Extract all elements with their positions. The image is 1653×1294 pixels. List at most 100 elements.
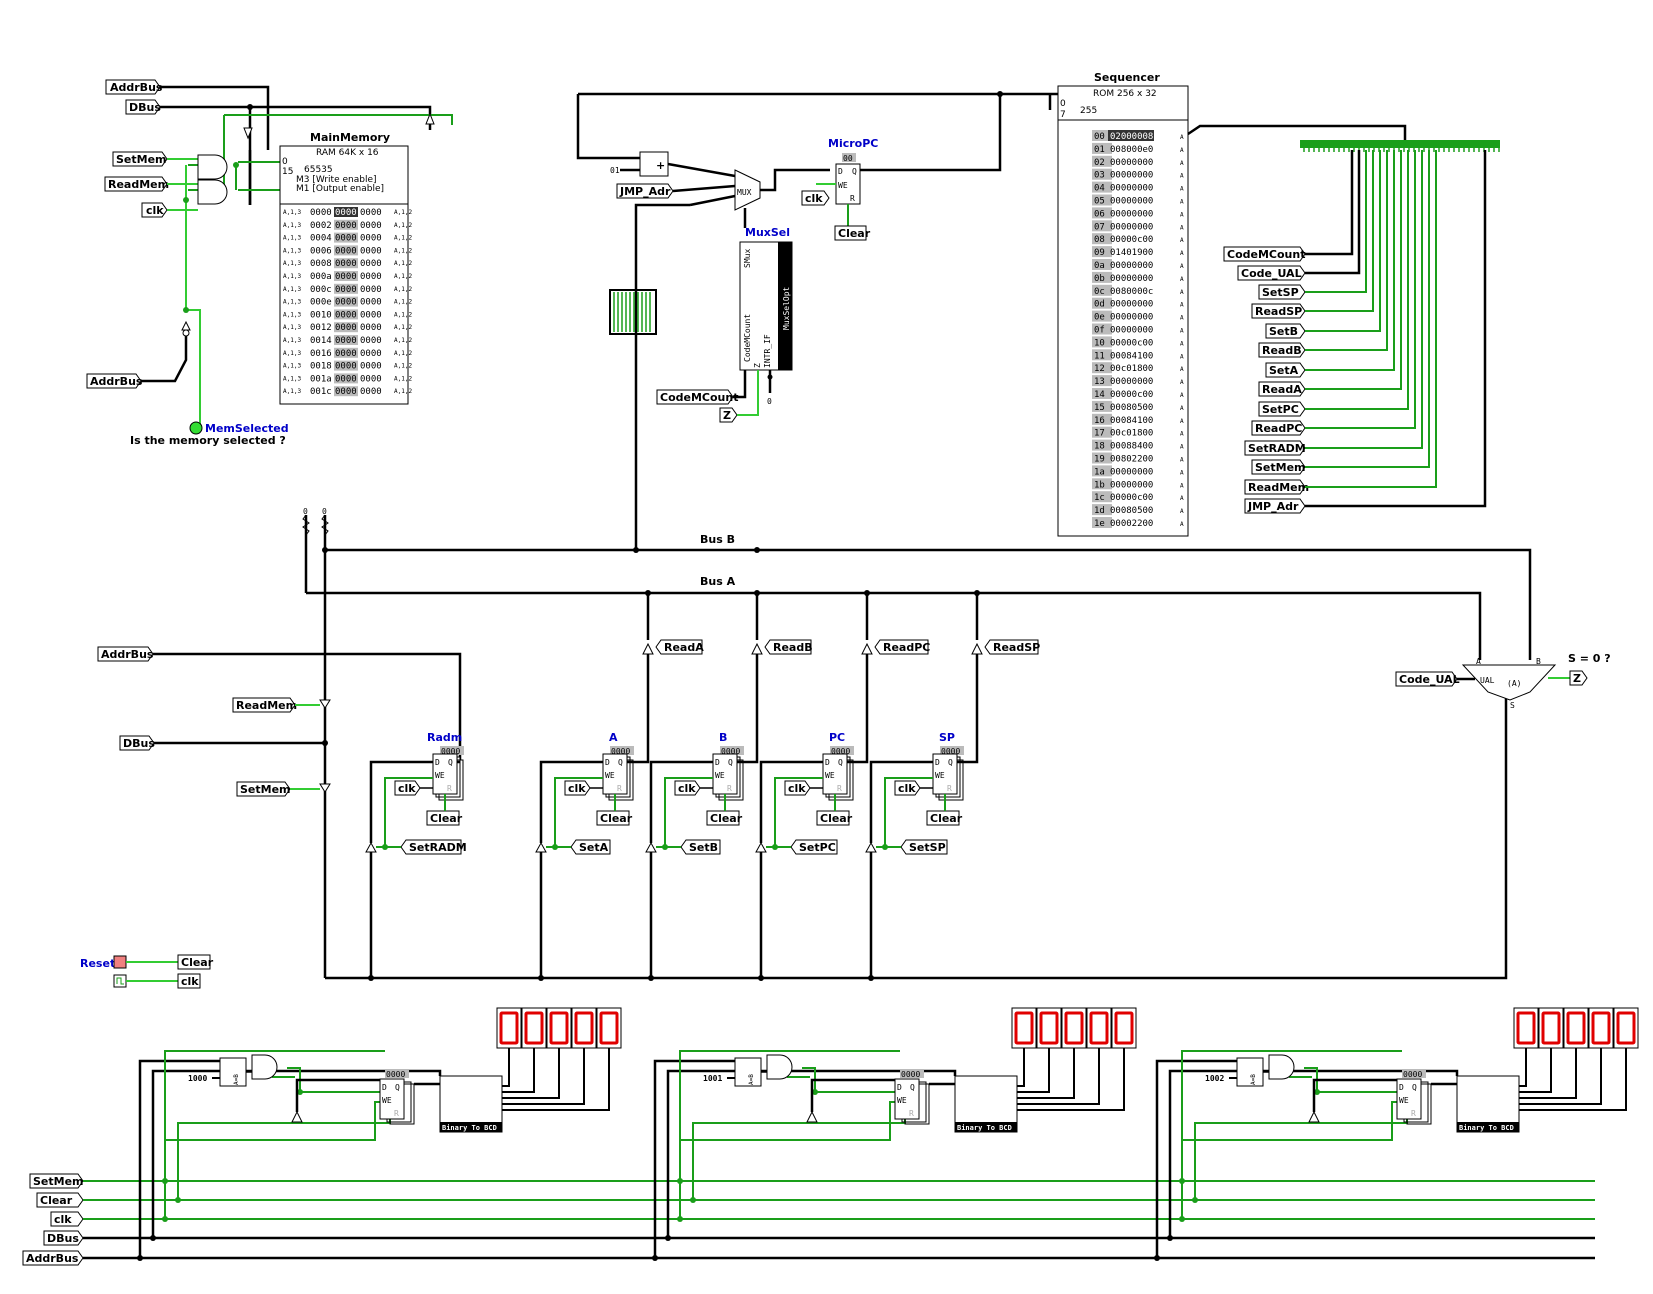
dbus-pin-top[interactable]: DBus [125, 99, 161, 115]
register-clear-pin[interactable]: Clear [706, 810, 743, 826]
micropc-clk-pin[interactable]: clk [801, 190, 830, 206]
control-pin-jmp-adr[interactable]: JMP_Adr [1244, 498, 1306, 514]
z-pin-mux[interactable]: Z [719, 407, 738, 423]
bottom-bus-pin-addrbus[interactable]: AddrBus [22, 1250, 84, 1266]
register-clear-pin[interactable]: Clear [426, 810, 463, 826]
svg-text:AddrBus: AddrBus [101, 648, 154, 661]
svg-text:UAL: UAL [1480, 676, 1495, 685]
register-clk-pin[interactable]: clk [564, 780, 591, 796]
svg-text:Clear: Clear [930, 812, 963, 825]
clear-pin-reset[interactable]: Clear [177, 954, 214, 970]
jmp-adr-pin[interactable]: JMP_Adr [616, 183, 674, 199]
svg-text:0: 0 [1060, 99, 1066, 109]
bottom-bus-pin-clear[interactable]: Clear [36, 1192, 84, 1208]
svg-text:B: B [719, 731, 727, 744]
svg-text:0000: 0000 [831, 747, 850, 756]
control-pin-readmem[interactable]: ReadMem [1244, 479, 1309, 495]
control-pin-readpc[interactable]: ReadPC [1251, 420, 1306, 436]
svg-text:WE: WE [605, 771, 615, 780]
svg-text:clk: clk [181, 975, 199, 988]
register-clear-pin[interactable]: Clear [926, 810, 963, 826]
svg-text:Q: Q [838, 758, 843, 767]
svg-text:17: 17 [1094, 429, 1105, 439]
readmem-pin-mid[interactable]: ReadMem [232, 697, 297, 713]
svg-text:0018: 0018 [310, 362, 332, 372]
control-pin-setmem[interactable]: SetMem [1251, 459, 1306, 475]
control-pin-codemcount[interactable]: CodeMCount [1223, 246, 1306, 262]
svg-text:Q: Q [728, 758, 733, 767]
svg-text:WE: WE [382, 1096, 392, 1105]
control-pin-setradm[interactable]: SetRADM [1244, 440, 1306, 456]
register-clear-pin[interactable]: Clear [816, 810, 853, 826]
svg-text:RAM 64K x 16: RAM 64K x 16 [316, 148, 379, 158]
svg-text:R: R [727, 784, 732, 793]
svg-text:D: D [897, 1083, 902, 1092]
codemcount-pin-mux[interactable]: CodeMCount [656, 389, 738, 405]
bottom-bus-pin-setmem[interactable]: SetMem [29, 1173, 84, 1189]
control-pin-code-ual[interactable]: Code_UAL [1237, 265, 1306, 281]
svg-text:0000: 0000 [721, 747, 740, 756]
control-pin-setb[interactable]: SetB [1265, 323, 1306, 339]
addrbus-pin-left[interactable]: AddrBus [86, 373, 143, 389]
register-read-pin[interactable]: ReadSP [984, 639, 1040, 655]
bottom-bus-pin-dbus[interactable]: DBus [43, 1230, 84, 1246]
svg-text:D: D [1399, 1083, 1404, 1092]
register-read-pin[interactable]: ReadB [764, 639, 813, 655]
svg-text:Q: Q [852, 167, 857, 176]
reset-button[interactable] [113, 955, 127, 969]
svg-text:A: A [1180, 495, 1184, 502]
svg-text:SetPC: SetPC [1262, 403, 1299, 416]
clk-pin-source[interactable]: clk [177, 973, 201, 989]
register-set-pin[interactable]: SetRADM [400, 839, 467, 855]
code-ual-pin[interactable]: Code_UAL [1395, 671, 1460, 687]
svg-text:15: 15 [282, 167, 293, 177]
memory-section: AddrBus DBus SetMem ReadMem clk AddrBus [86, 79, 453, 430]
control-pin-readsp[interactable]: ReadSP [1251, 303, 1306, 319]
control-pin-setpc[interactable]: SetPC [1258, 401, 1306, 417]
svg-text:A,1,3: A,1,3 [283, 324, 301, 331]
register-read-pin[interactable]: ReadA [655, 639, 704, 655]
control-pin-seta[interactable]: SetA [1265, 362, 1306, 378]
register-clk-pin[interactable]: clk [674, 780, 701, 796]
clk-pin-top[interactable]: clk [141, 202, 168, 218]
register-set-pin[interactable]: SetB [680, 839, 721, 855]
svg-text:0: 0 [282, 157, 288, 167]
seven-segment-digit: 0 [1036, 1007, 1062, 1049]
setmem-pin-mid[interactable]: SetMem [236, 781, 291, 797]
register-clear-pin[interactable]: Clear [596, 810, 633, 826]
svg-text:A: A [1180, 431, 1184, 438]
svg-text:0000: 0000 [335, 221, 357, 231]
addrbus-pin-top[interactable]: AddrBus [105, 79, 163, 95]
register-set-pin[interactable]: SetA [570, 839, 611, 855]
clock-source[interactable] [113, 974, 127, 988]
control-pin-readb[interactable]: ReadB [1258, 342, 1306, 358]
register-set-pin[interactable]: SetPC [790, 839, 838, 855]
bottom-bus-pin-clk[interactable]: clk [50, 1211, 84, 1227]
register-clk-pin[interactable]: clk [894, 780, 921, 796]
setmem-pin-top[interactable]: SetMem [112, 151, 168, 167]
dbus-pin-mid[interactable]: DBus [119, 735, 155, 751]
control-pin-reada[interactable]: ReadA [1258, 381, 1306, 397]
register-clk-pin[interactable]: clk [394, 780, 421, 796]
control-pin-setsp[interactable]: SetSP [1258, 284, 1306, 300]
svg-text:WE: WE [435, 771, 445, 780]
register-read-pin[interactable]: ReadPC [874, 639, 930, 655]
svg-text:Clear: Clear [838, 227, 871, 240]
register-clk-pin[interactable]: clk [784, 780, 811, 796]
svg-text:Clear: Clear [820, 812, 853, 825]
micropc-clear-pin[interactable]: Clear [834, 225, 871, 241]
readmem-pin-top[interactable]: ReadMem [104, 176, 169, 192]
register-set-pin[interactable]: SetSP [900, 839, 948, 855]
z-pin-ual[interactable]: Z [1569, 670, 1588, 686]
addrbus-pin-mid[interactable]: AddrBus [97, 646, 154, 662]
svg-text:0000: 0000 [360, 208, 382, 218]
